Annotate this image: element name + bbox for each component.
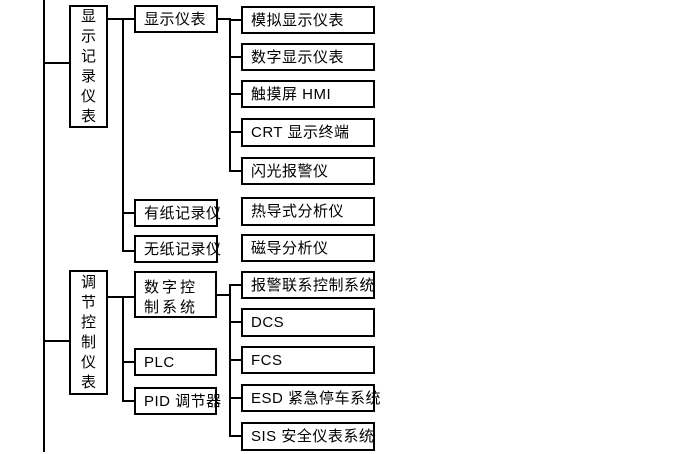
node-alarm-interlock-system: 报警联系控制系统	[241, 271, 375, 299]
node-label: PID 调节器	[144, 392, 222, 410]
node-label: SIS 安全仪表系统	[251, 428, 375, 445]
node-thermal-analyzer: 热导式分析仪	[241, 197, 375, 226]
node-paperless-recorder: 无纸记录仪	[134, 235, 221, 263]
node-digital-display: 数字显示仪表	[241, 43, 375, 71]
node-dcs: DCS	[241, 308, 375, 337]
branch-esd	[229, 397, 241, 399]
branch-analog-display	[229, 19, 241, 21]
node-analog-display: 模拟显示仪表	[241, 6, 375, 34]
branch-digital-display	[229, 56, 241, 58]
spine-line	[43, 0, 45, 452]
node-label: 有纸记录仪	[144, 204, 222, 222]
connector-group1-trunk	[108, 18, 134, 20]
node-label: 数字控制系统	[144, 279, 199, 316]
node-fcs: FCS	[241, 346, 375, 374]
node-label: 无纸记录仪	[144, 240, 222, 258]
trunk-group2-mid	[122, 296, 124, 402]
node-label: DCS	[251, 314, 285, 331]
node-display-instruments: 显示仪表	[134, 5, 218, 33]
connector-spine-group2	[43, 340, 69, 342]
branch-crt-terminal	[229, 131, 241, 133]
node-touchscreen-hmi: 触摸屏 HMI	[241, 80, 375, 108]
node-sis-system: SIS 安全仪表系统	[241, 422, 375, 451]
node-label: 触摸屏 HMI	[251, 85, 332, 103]
connector-spine-group1	[43, 62, 69, 64]
node-label: 报警联系控制系统	[251, 276, 376, 294]
node-label: 磁导分析仪	[251, 239, 329, 257]
node-control-instruments: 调节控制仪表	[69, 270, 108, 395]
node-magnetic-analyzer: 磁导分析仪	[241, 234, 375, 262]
node-label: 显示仪表	[144, 10, 207, 28]
node-display-recording: 显示记录仪表	[69, 5, 108, 128]
node-label: 显示记录仪表	[80, 7, 96, 125]
node-esd-system: ESD 紧急停车系统	[241, 384, 381, 412]
node-label: ESD 紧急停车系统	[251, 389, 382, 407]
branch-touchscreen-hmi	[229, 93, 241, 95]
connector-digital-control-trunk	[217, 294, 230, 296]
node-label: 数字显示仪表	[251, 48, 345, 66]
node-digital-control-system: 数字控制系统	[134, 271, 217, 318]
node-plc: PLC	[134, 348, 217, 376]
node-label: 闪光报警仪	[251, 162, 329, 180]
node-label: 调节控制仪表	[80, 273, 96, 391]
branch-sis	[229, 435, 241, 437]
node-label: 热导式分析仪	[251, 203, 345, 220]
node-crt-terminal: CRT 显示终端	[241, 118, 375, 147]
connector-display-trunk	[218, 18, 230, 20]
trunk-group1-mid	[122, 18, 124, 252]
node-label: 模拟显示仪表	[251, 11, 345, 29]
branch-alarm-interlock	[229, 284, 241, 286]
branch-paperless-recorder	[122, 250, 134, 252]
node-flash-alarm: 闪光报警仪	[241, 157, 375, 185]
trunk-group1-right	[229, 18, 231, 172]
connector-group2-trunk	[108, 296, 134, 298]
branch-flash-alarm	[229, 170, 241, 172]
branch-pid-regulator	[122, 400, 134, 402]
branch-dcs	[229, 321, 241, 323]
node-label: PLC	[144, 353, 175, 371]
node-paper-recorder: 有纸记录仪	[134, 199, 221, 227]
branch-paper-recorder	[122, 212, 134, 214]
node-label: CRT 显示终端	[251, 124, 350, 141]
node-pid-regulator: PID 调节器	[134, 387, 221, 415]
branch-fcs	[229, 359, 241, 361]
node-label: FCS	[251, 351, 283, 369]
branch-plc	[122, 361, 134, 363]
